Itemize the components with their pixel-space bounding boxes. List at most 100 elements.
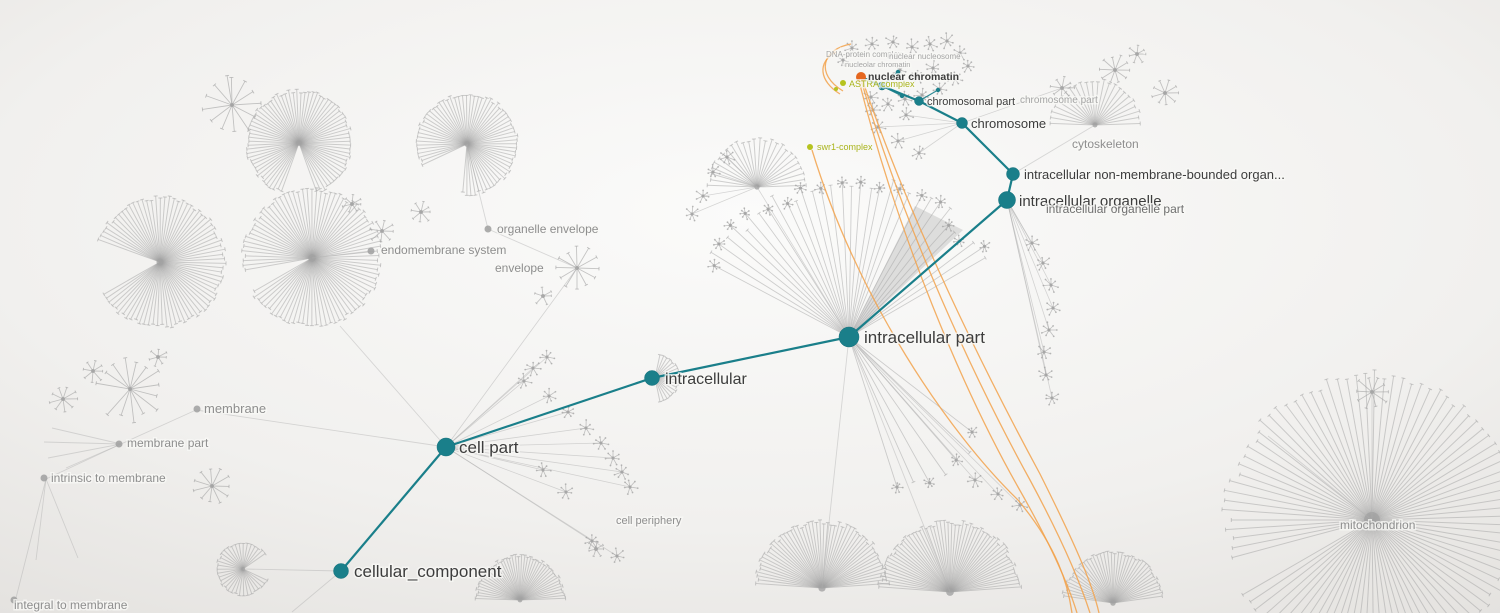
node-cluster-fan[interactable] <box>96 195 227 329</box>
node-cluster-small[interactable] <box>953 45 967 61</box>
node-cluster-small[interactable] <box>1046 301 1061 316</box>
node-cluster-fan[interactable] <box>1356 377 1389 410</box>
node-chromosome[interactable] <box>956 117 968 129</box>
node-cluster-small[interactable] <box>782 196 794 210</box>
node-cluster-small[interactable] <box>864 36 880 50</box>
node-cell-part[interactable] <box>436 437 456 457</box>
node-cluster-fan[interactable] <box>410 200 431 223</box>
node-cluster-fan[interactable] <box>1128 44 1147 64</box>
node-intracellular[interactable] <box>644 370 660 386</box>
node-cluster-small[interactable] <box>517 372 533 389</box>
node-cluster-fan[interactable] <box>1061 550 1164 606</box>
label-anchor-node[interactable] <box>484 225 492 233</box>
node-cluster-small[interactable] <box>1036 256 1051 271</box>
node-cluster-small[interactable] <box>910 69 923 84</box>
node-cluster-small[interactable] <box>1037 345 1052 360</box>
node-cluster-fan[interactable] <box>48 386 79 413</box>
node-cluster-small[interactable] <box>793 182 807 194</box>
path-mini-node[interactable] <box>895 69 901 75</box>
label-anchor-node[interactable] <box>193 405 201 413</box>
node-cluster-small[interactable] <box>934 194 946 209</box>
node-cluster-fan[interactable] <box>555 245 600 290</box>
node-cluster-fan[interactable] <box>755 519 890 592</box>
node-cluster-fan[interactable] <box>415 94 519 197</box>
node-cluster-small[interactable] <box>897 90 913 106</box>
node-cluster-fan[interactable] <box>241 187 382 327</box>
node-cluster-small[interactable] <box>524 361 542 377</box>
selected-node[interactable] <box>856 72 866 82</box>
node-cluster-small[interactable] <box>905 38 919 54</box>
node-cluster-small[interactable] <box>604 450 620 467</box>
node-cluster-fan[interactable] <box>95 357 160 424</box>
node-cluster-fan[interactable] <box>245 88 352 193</box>
node-cluster-small[interactable] <box>557 483 574 500</box>
label-anchor-node[interactable] <box>115 440 123 448</box>
node-cluster-fan[interactable] <box>1098 54 1131 84</box>
node-cluster-fan[interactable] <box>369 219 394 243</box>
node-cluster-fan[interactable] <box>877 519 1022 596</box>
node-chromosomal-part[interactable] <box>914 96 924 106</box>
node-cluster-fan[interactable] <box>533 286 553 306</box>
node-cluster-small[interactable] <box>855 175 866 189</box>
node-cluster-small[interactable] <box>979 239 991 253</box>
node-cluster-small[interactable] <box>836 176 848 189</box>
node-cluster-small[interactable] <box>712 237 726 251</box>
node-cluster-fan[interactable] <box>1221 369 1500 613</box>
node-cluster-small[interactable] <box>923 35 938 52</box>
node-cluster-small[interactable] <box>881 97 895 112</box>
node-cluster-small[interactable] <box>584 534 599 550</box>
node-cluster-small[interactable] <box>719 150 736 165</box>
node-cluster-small[interactable] <box>1025 235 1040 252</box>
node-cluster-small[interactable] <box>947 71 964 86</box>
node-cluster-small[interactable] <box>916 188 928 202</box>
node-cluster-small[interactable] <box>891 482 904 494</box>
node-cluster-small[interactable] <box>967 426 978 439</box>
node-cluster-small[interactable] <box>610 547 625 563</box>
search-hit-node[interactable] <box>840 80 846 86</box>
node-cluster-small[interactable] <box>707 163 721 178</box>
node-cluster-small[interactable] <box>873 181 886 194</box>
node-cluster-fan[interactable] <box>341 194 362 213</box>
node-cluster-fan[interactable] <box>216 542 269 597</box>
node-cluster-small[interactable] <box>885 35 900 49</box>
node-cluster-fan[interactable] <box>587 540 605 558</box>
label-anchor-node[interactable] <box>367 247 375 255</box>
node-cluster-small[interactable] <box>539 349 556 365</box>
node-cluster-fan[interactable] <box>192 467 230 504</box>
node-cluster-small[interactable] <box>1042 278 1059 293</box>
node-cluster-small[interactable] <box>542 387 557 404</box>
node-cluster-fan[interactable] <box>201 74 262 133</box>
node-cluster-small[interactable] <box>923 477 935 489</box>
label-anchor-node[interactable] <box>40 474 48 482</box>
node-cluster-small[interactable] <box>613 464 630 480</box>
node-cluster-small[interactable] <box>844 40 859 55</box>
node-cluster-fan[interactable] <box>1151 79 1179 106</box>
node-cluster-small[interactable] <box>990 487 1004 501</box>
node-cluster-small[interactable] <box>535 462 552 478</box>
node-intracellular-non-membrane-bounded-organelle[interactable] <box>1006 167 1020 181</box>
node-cluster-small[interactable] <box>941 218 955 232</box>
search-hit-node[interactable] <box>834 87 838 91</box>
label-anchor-node[interactable] <box>10 596 18 604</box>
node-cluster-fan[interactable] <box>148 348 168 367</box>
node-cluster-small[interactable] <box>899 107 915 121</box>
node-cluster-fan[interactable] <box>474 553 567 603</box>
node-cluster-small[interactable] <box>623 479 639 496</box>
node-cluster-fan[interactable] <box>82 359 104 383</box>
node-cluster-small[interactable] <box>762 204 774 216</box>
node-cluster-small[interactable] <box>890 132 905 149</box>
node-cluster-small[interactable] <box>1011 496 1029 513</box>
node-cluster-small[interactable] <box>836 53 850 67</box>
path-mini-node[interactable] <box>899 93 905 99</box>
node-cluster-small[interactable] <box>739 207 750 221</box>
path-mini-node[interactable] <box>935 87 941 93</box>
node-intracellular-organelle[interactable] <box>998 191 1016 209</box>
node-cluster-small[interactable] <box>966 472 983 488</box>
node-cluster-small[interactable] <box>1040 321 1058 338</box>
node-cluster-fan[interactable] <box>1049 78 1141 128</box>
node-cluster-small[interactable] <box>592 436 610 450</box>
node-cluster-small[interactable] <box>961 59 975 73</box>
node-cluster-small[interactable] <box>707 258 721 273</box>
node-cluster-small[interactable] <box>1038 366 1053 381</box>
node-cluster-small[interactable] <box>911 145 926 160</box>
